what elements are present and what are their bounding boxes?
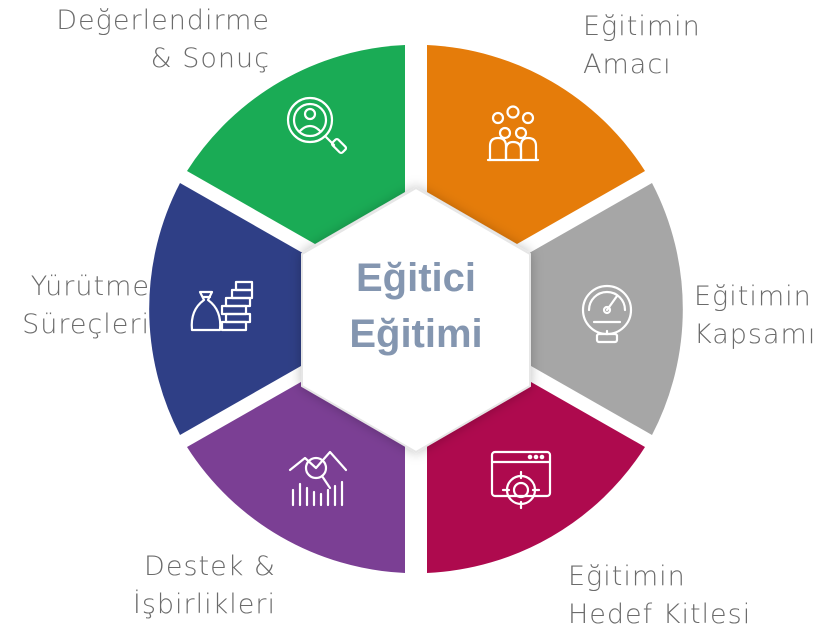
segment-degerlend bbox=[187, 45, 405, 244]
label-kapsam: Eğitimin Kapsamı bbox=[694, 281, 817, 350]
label-yurutme: Yürütme Süreçleri bbox=[22, 271, 150, 340]
label-hedef: Eğitimin Hedef Kitlesi bbox=[568, 561, 752, 630]
center-title-line1: Eğitici bbox=[355, 256, 477, 300]
label-destek: Destek & İşbirlikleri bbox=[132, 551, 276, 620]
team-people-icon bbox=[486, 105, 540, 162]
magnifier-person-icon bbox=[286, 96, 348, 155]
segment-hedef bbox=[427, 374, 645, 573]
label-amac: Eğitimin Amacı bbox=[583, 11, 701, 80]
speedometer-gauge-icon bbox=[581, 284, 633, 344]
segment-yurutme bbox=[149, 183, 308, 435]
label-degerlend: Değerlendirme & Sonuç bbox=[56, 5, 270, 74]
center-title: Eğitici Eğitimi bbox=[316, 250, 516, 362]
center-hexagon bbox=[301, 186, 531, 454]
money-bag-coins-icon bbox=[190, 280, 254, 332]
browser-target-icon bbox=[490, 450, 552, 510]
growth-chart-icon bbox=[288, 450, 348, 507]
center-title-line2: Eğitimi bbox=[349, 312, 483, 356]
segment-destek bbox=[187, 374, 405, 573]
